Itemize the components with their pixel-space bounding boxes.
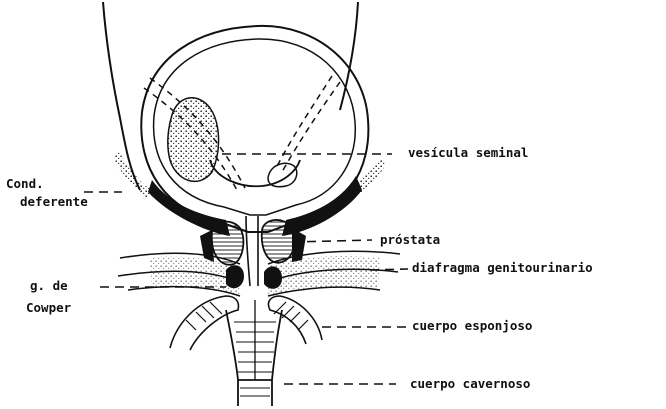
label-prostata: próstata [380,232,440,247]
label-g-de: g. de [30,278,68,293]
prostate-right-lobe [262,220,295,263]
label-cond: Cond. [6,176,44,191]
ejaculatory-duct-right [282,82,340,172]
trigone [210,160,300,186]
label-vesicula-seminal: vesícula seminal [408,145,528,160]
penile-shaft [226,310,282,406]
label-deferente: deferente [20,194,88,209]
cowper-gland-left [226,265,244,288]
diaphragm-texture-right [268,256,380,296]
leader-diafragma [370,269,408,270]
bulb-left-hatch [186,302,222,330]
label-cowper: Cowper [26,300,72,315]
label-cuerpo-esponjoso: cuerpo esponjoso [412,318,532,333]
seminal-vesicle [168,98,219,182]
urethra [246,216,258,286]
label-cuerpo-cavernoso: cuerpo cavernoso [410,376,530,391]
prostate-left-lobe [212,222,244,265]
cowper-gland-right [264,266,282,288]
bladder-wall-speckle-right [345,158,386,200]
label-diafragma-genitourinario: diafragma genitourinario [412,260,593,275]
prostate-dark-left [200,230,214,262]
